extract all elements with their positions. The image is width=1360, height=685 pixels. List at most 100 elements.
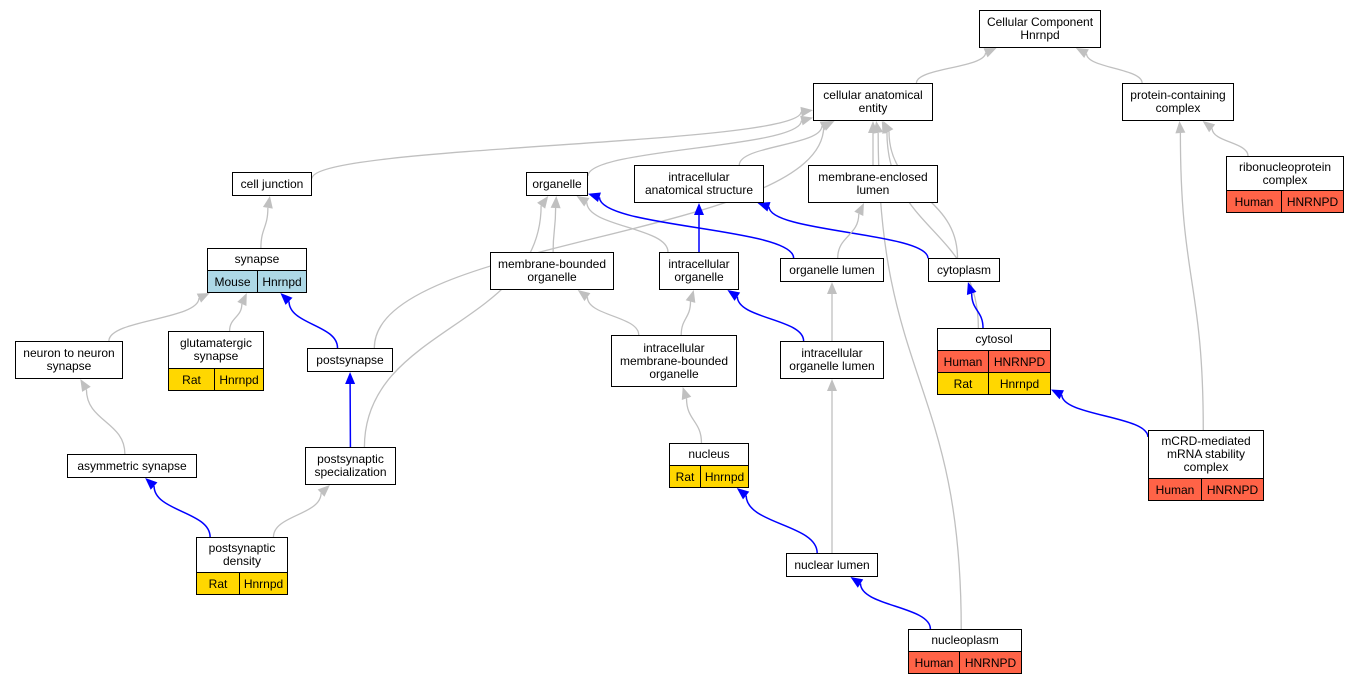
annotation-row: Mouse Hnrnpd	[208, 270, 306, 292]
edge-intra_mem_org-to-mem_bound_org	[577, 290, 640, 336]
node-cellular-anatomical-entity: cellular anatomical entity	[813, 83, 933, 121]
edge-arrowhead	[757, 201, 771, 212]
edge-arrowhead	[280, 293, 293, 305]
node-membrane-bounded-organelle: membrane-bounded organelle	[490, 252, 614, 290]
edge-line	[915, 52, 987, 84]
edge-arrowhead	[237, 293, 247, 306]
edge-arrowhead	[827, 282, 837, 294]
node-label-line: synapse	[46, 359, 92, 373]
node-label-line: entity	[858, 101, 888, 115]
edge-org_lumen-to-mem_lumen	[837, 203, 864, 259]
edge-nucleoplasm-to-cell_anat	[873, 121, 962, 630]
annotation-row: Human HNRNPD	[909, 651, 1021, 673]
edge-cytoplasm-to-intra_anat	[757, 201, 929, 259]
annotation-row: Human HNRNPD	[1149, 478, 1263, 500]
edge-line	[363, 205, 542, 448]
edge-cell_junction-to-cell_anat	[311, 106, 813, 179]
edge-arrowhead	[576, 196, 590, 207]
edge-nucleus-to-intra_mem_org	[681, 387, 703, 444]
gene-cell: Hnrnpd	[257, 271, 306, 292]
species-cell: Rat	[197, 573, 239, 594]
edge-post_spec-to-postsynapse	[345, 372, 356, 448]
edge-arrowhead	[827, 379, 837, 391]
node-label-line: complex	[1183, 460, 1229, 474]
node-label-line: neuron to neuron	[23, 346, 115, 360]
edge-line	[837, 213, 860, 259]
gene-cell: Hnrnpd	[214, 369, 263, 390]
gene-cell: Hnrnpd	[988, 373, 1050, 394]
edge-arrowhead	[966, 282, 977, 295]
edge-protein_complex-to-cc_root	[1075, 48, 1143, 84]
species-cell: Mouse	[208, 271, 257, 292]
edge-cell_anat-to-cc_root	[915, 48, 997, 84]
node-label-line: organelle	[649, 366, 699, 381]
edge-line	[552, 207, 557, 253]
node-synapse: synapse Mouse Hnrnpd	[207, 248, 307, 293]
node-label-line: membrane-enclosed	[818, 170, 928, 184]
node-cytosol: cytosol Human HNRNPD Rat Hnrnpd	[937, 328, 1051, 395]
edge-rnp_complex-to-protein_complex	[1202, 121, 1249, 157]
edge-line	[108, 298, 200, 342]
gene-cell: HNRNPD	[1281, 191, 1343, 212]
edge-arrowhead	[800, 106, 813, 117]
node-label-line: Hnrnpd	[1020, 28, 1060, 42]
edge-glut_synapse-to-synapse	[228, 293, 247, 332]
edge-arrowhead	[850, 577, 864, 588]
edge-psd-to-asym_synapse	[145, 478, 211, 538]
annotation-row: Rat Hnrnpd	[169, 368, 263, 390]
edge-nuc_lumen-to-intra_org_lumen	[827, 379, 837, 554]
node-label-line: protein-containing	[1130, 88, 1226, 102]
edge-line	[1061, 394, 1149, 438]
edge-arrowhead	[345, 372, 356, 385]
annotation-row: Human HNRNPD	[1227, 190, 1343, 212]
node-label-line: intracellular	[668, 257, 730, 271]
node-intracellular-organelle-lumen: intracellular organelle lumen	[780, 341, 884, 379]
node-glutamatergic-synapse: glutamatergic synapse Rat Hnrnpd	[168, 331, 264, 391]
node-label-line: organelle	[674, 270, 724, 284]
edge-line	[587, 120, 803, 177]
node-label-line: ribonucleoprotein	[1238, 159, 1332, 174]
edge-intra_org-to-intra_anat	[694, 203, 704, 252]
edge-arrowhead	[145, 478, 158, 490]
edge-intra_org_lumen-to-org_lumen	[827, 282, 837, 342]
gene-cell: HNRNPD	[988, 351, 1050, 372]
edge-line	[738, 125, 823, 166]
edge-arrowhead	[1051, 389, 1064, 400]
edge-mem_bound_org-to-organelle	[550, 196, 561, 253]
annotation-row: Rat Hnrnpd	[670, 465, 748, 487]
edge-line	[685, 398, 703, 444]
node-postsynaptic-density: postsynaptic density Rat Hnrnpd	[196, 537, 288, 595]
edge-arrowhead	[694, 203, 704, 215]
edge-mcrd-to-protein_complex	[1175, 121, 1204, 431]
node-label-line: mRNA stability	[1166, 447, 1246, 461]
species-cell: Rat	[169, 369, 214, 390]
gene-cell: Hnrnpd	[239, 573, 287, 594]
edge-line	[1211, 128, 1249, 157]
node-organelle-lumen: organelle lumen	[780, 258, 884, 282]
node-intracellular-anatomical-structure: intracellular anatomical structure	[634, 165, 764, 203]
edge-org_lumen-to-organelle	[588, 192, 795, 259]
edge-intra_org-to-organelle	[576, 196, 669, 253]
edge-arrowhead	[577, 290, 591, 302]
species-cell: Rat	[670, 466, 700, 487]
edge-n2n_synapse-to-synapse	[108, 293, 210, 342]
edge-cytosol-to-cell_anat	[881, 121, 980, 329]
edge-line	[877, 132, 962, 630]
edge-psd-to-post_spec	[272, 485, 330, 538]
edge-arrowhead	[685, 290, 696, 303]
node-protein-containing-complex: protein-containing complex	[1122, 83, 1234, 121]
edge-synapse-to-cell_junction	[260, 196, 273, 249]
node-label-line: organelle lumen	[789, 359, 875, 373]
edge-line	[680, 301, 692, 336]
edge-organelle-to-cell_anat	[587, 115, 813, 177]
edge-nuc_lumen-to-nucleus	[736, 488, 818, 554]
node-ribonucleoprotein-complex: ribonucleoprotein complex Human HNRNPD	[1226, 156, 1344, 213]
node-nucleoplasm: nucleoplasm Human HNRNPD	[908, 629, 1022, 674]
node-label-line: membrane-bounded	[497, 257, 607, 271]
node-label-line: anatomical structure	[644, 183, 754, 197]
node-label-line: nuclear lumen	[794, 557, 870, 572]
edge-line	[85, 389, 126, 455]
node-label-line: cytosol	[975, 332, 1013, 346]
edge-line	[745, 495, 818, 554]
